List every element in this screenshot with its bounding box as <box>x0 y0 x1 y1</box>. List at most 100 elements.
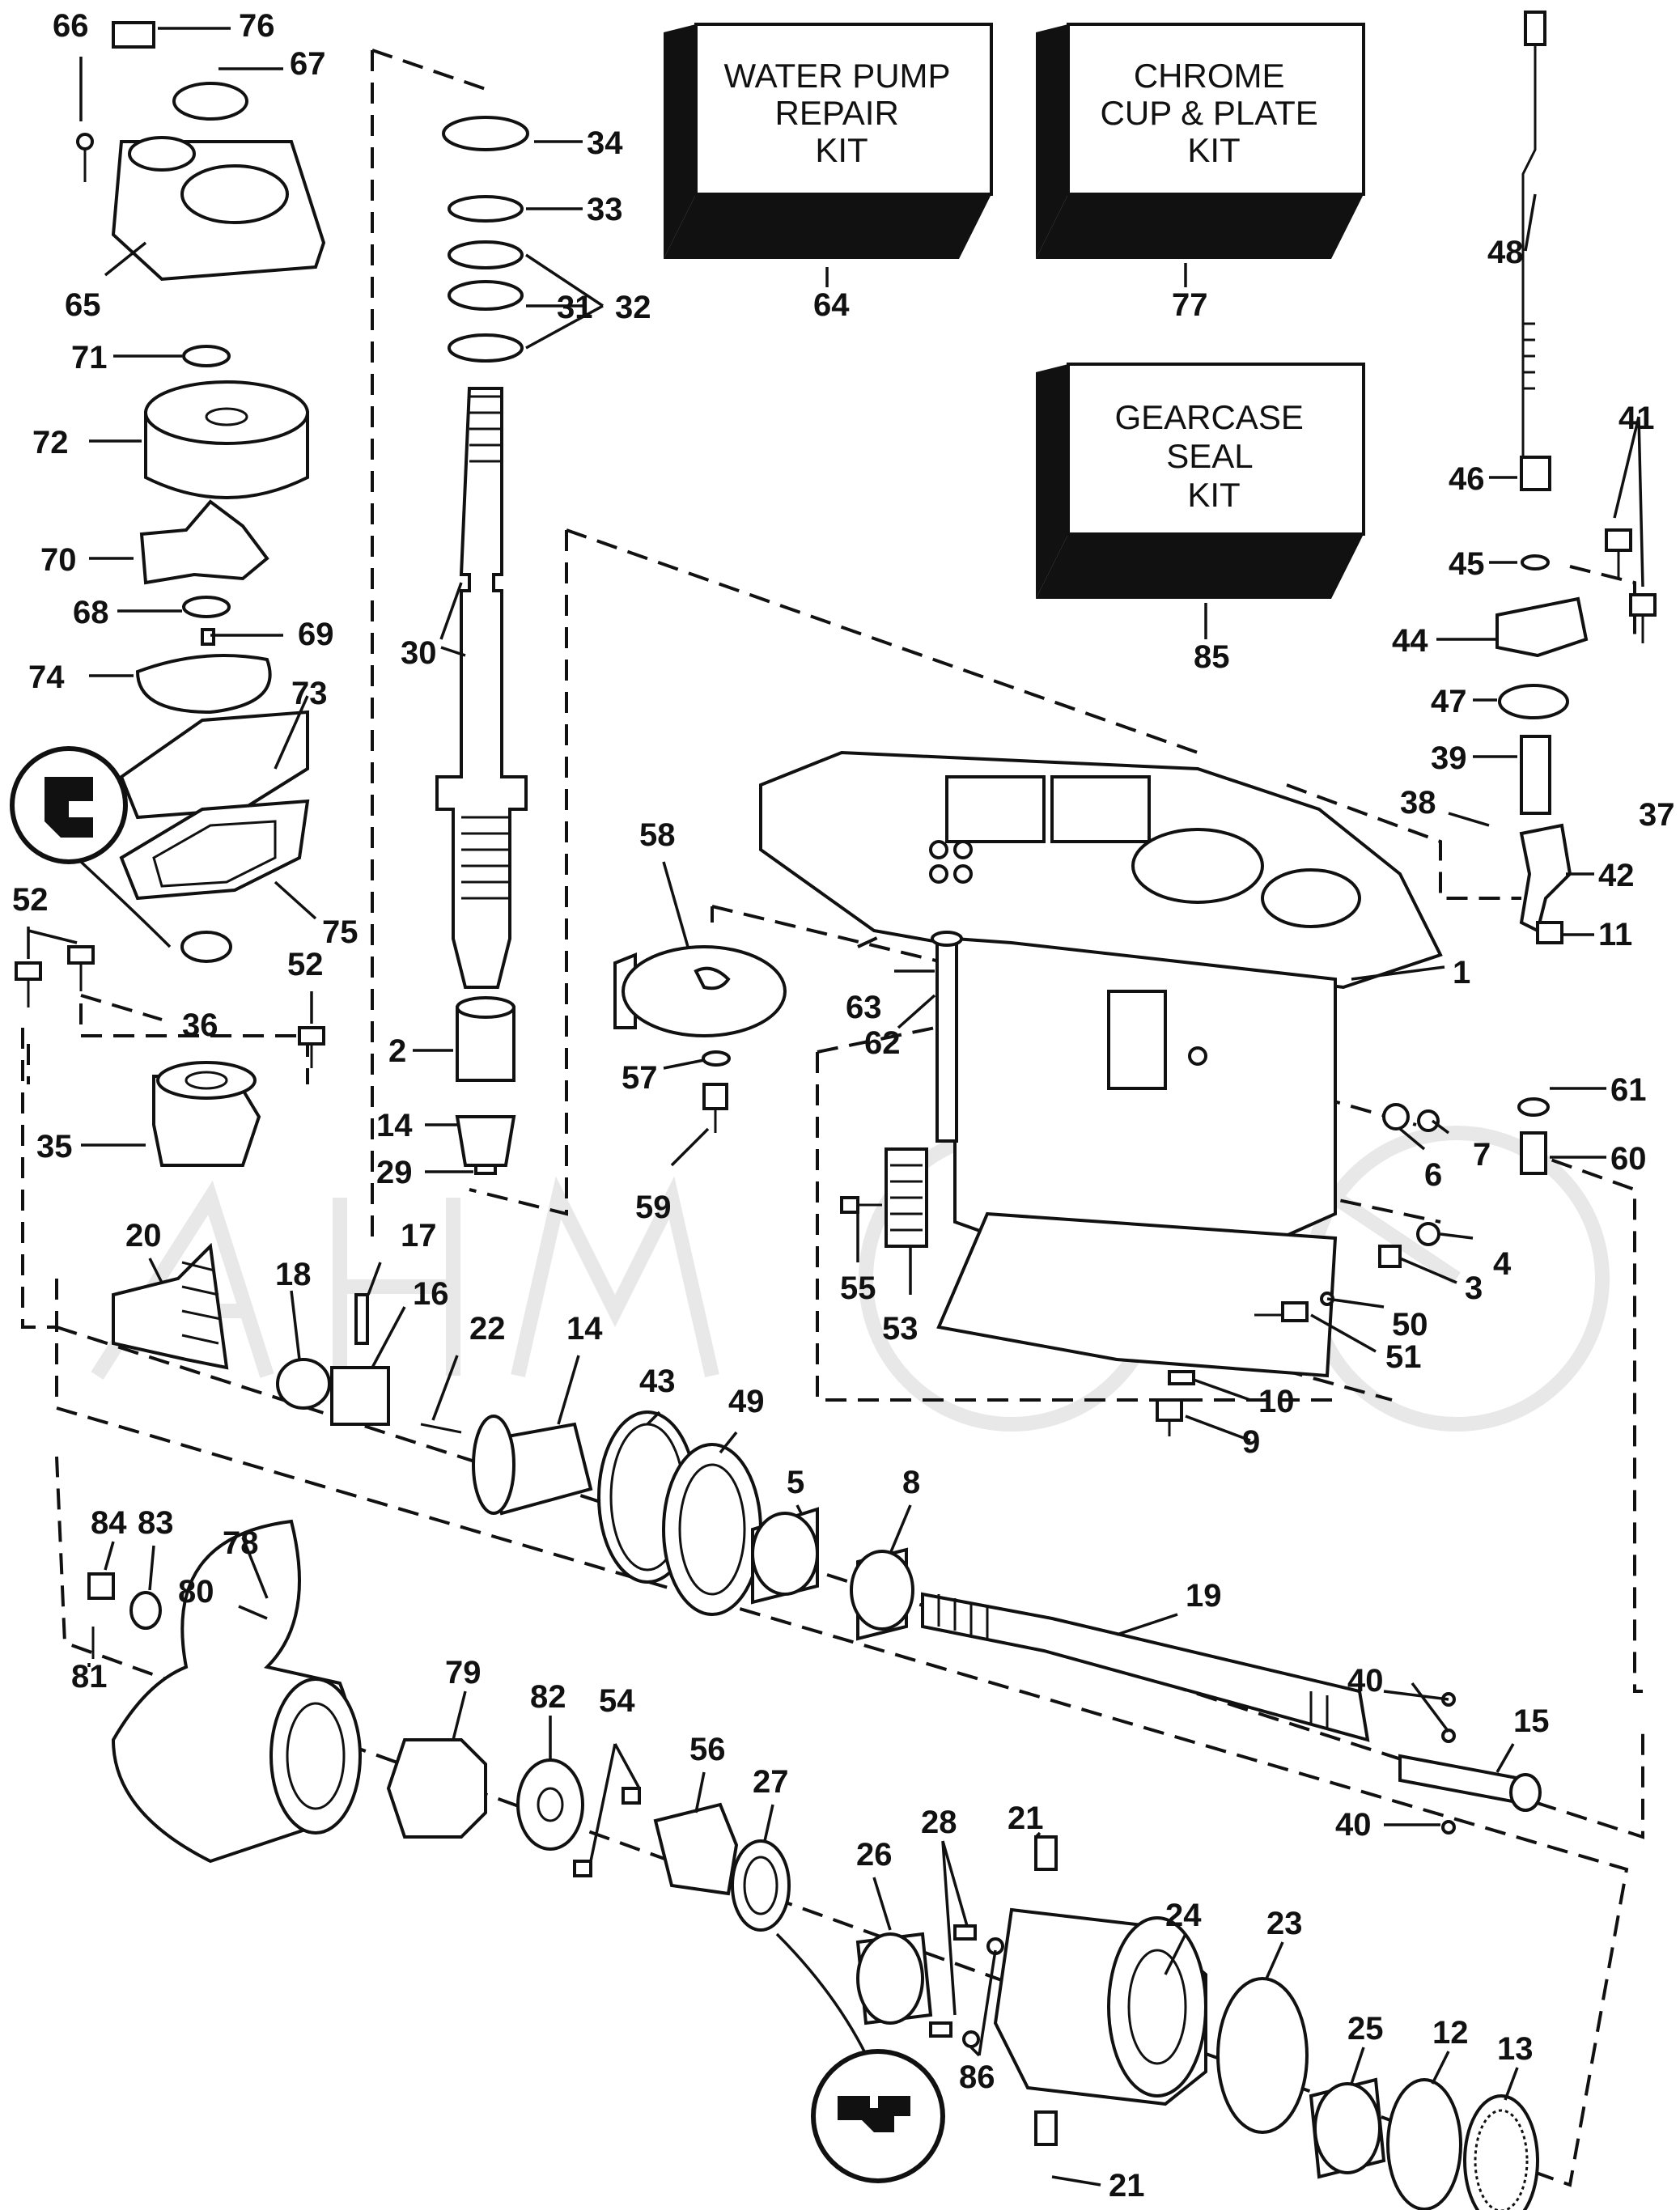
callout-41: 41 <box>1618 401 1655 436</box>
callout-13: 13 <box>1497 2031 1534 2067</box>
propeller-parts <box>87 1519 1539 2210</box>
kit-ref-77: 77 <box>1172 287 1208 323</box>
kit-ref-85: 85 <box>1194 639 1230 675</box>
gearcase-housing <box>759 750 1443 1378</box>
callout-20: 20 <box>125 1218 162 1253</box>
callout-1: 1 <box>1453 955 1470 990</box>
callout-30: 30 <box>401 635 437 671</box>
callout-79: 79 <box>445 1655 482 1690</box>
water-pump-kit-line1: WATER PUMP <box>724 57 950 95</box>
callout-16: 16 <box>413 1276 449 1312</box>
callout-40-upper: 40 <box>1347 1663 1384 1699</box>
callout-4: 4 <box>1493 1246 1512 1282</box>
callout-36: 36 <box>182 1007 218 1043</box>
chrome-cup-kit-line2: CUP & PLATE <box>1101 94 1318 132</box>
callout-8: 8 <box>902 1465 920 1500</box>
callout-23: 23 <box>1266 1906 1303 1941</box>
callout-27: 27 <box>753 1764 789 1800</box>
callout-31: 31 <box>557 290 593 325</box>
water-pump-kit-line2: REPAIR <box>775 94 899 132</box>
callout-39: 39 <box>1431 740 1467 776</box>
callout-3: 3 <box>1465 1270 1483 1306</box>
leader-lines <box>27 27 1644 2187</box>
arm-42 <box>1519 823 1572 933</box>
callout-74: 74 <box>28 660 65 695</box>
callout-38: 38 <box>1400 785 1436 821</box>
callout-22: 22 <box>469 1311 506 1347</box>
chrome-cup-kit-box: CHROME CUP & PLATE KIT <box>1036 23 1365 259</box>
callout-9: 9 <box>1242 1424 1260 1460</box>
callout-46: 46 <box>1449 461 1485 497</box>
svg-text:WATER PUMP REPAIR: WATER PUMP REPAIR KIT <box>724 57 960 169</box>
water-pump-kit-line3: KIT <box>815 131 868 169</box>
driveshaft-parts <box>435 116 529 1175</box>
callout-28: 28 <box>921 1805 957 1840</box>
kit-ref-leaders <box>825 263 1207 639</box>
callout-61: 61 <box>1610 1072 1647 1108</box>
callout-60: 60 <box>1610 1141 1647 1177</box>
callout-76: 76 <box>239 8 275 44</box>
callout-45: 45 <box>1449 546 1485 582</box>
gearcase-seal-kit-line3: KIT <box>1187 476 1240 514</box>
callout-42: 42 <box>1598 858 1635 893</box>
shift-linkage <box>1495 11 1657 944</box>
callout-25: 25 <box>1347 2011 1384 2047</box>
propshaft-19 <box>921 1592 1370 1742</box>
callout-52-left: 52 <box>12 882 49 918</box>
impeller-70 <box>139 499 269 585</box>
gearcase-seal-kit-line2: SEAL <box>1166 437 1252 475</box>
water-pump-parts <box>15 21 326 1167</box>
gasket-75 <box>119 799 310 901</box>
callout-53: 53 <box>882 1311 918 1347</box>
callout-26: 26 <box>856 1837 893 1873</box>
callout-7: 7 <box>1473 1137 1491 1173</box>
callout-54: 54 <box>599 1683 635 1719</box>
water-pump-kit-box: WATER PUMP REPAIR KIT <box>664 23 993 259</box>
callout-86: 86 <box>959 2059 995 2095</box>
forward-gear-20 <box>112 1242 229 1370</box>
callout-81: 81 <box>71 1659 108 1695</box>
callout-19: 19 <box>1186 1578 1222 1614</box>
driveshaft-30 <box>435 387 528 989</box>
callout-82: 82 <box>530 1679 566 1715</box>
callout-69: 69 <box>298 617 334 652</box>
skeg <box>936 1211 1338 1378</box>
callout-11: 11 <box>1598 917 1632 952</box>
callout-47: 47 <box>1431 684 1467 719</box>
callout-40-lower: 40 <box>1335 1807 1372 1843</box>
callout-51: 51 <box>1385 1339 1422 1375</box>
callout-55: 55 <box>840 1270 876 1306</box>
coupler-39 <box>1520 735 1551 815</box>
callout-80: 80 <box>178 1574 214 1610</box>
callout-59: 59 <box>635 1190 672 1225</box>
callout-14-lower: 14 <box>566 1311 603 1347</box>
callout-50: 50 <box>1392 1307 1428 1343</box>
assembly-dashed-lines <box>21 49 1644 2187</box>
plate-73 <box>119 710 309 820</box>
callout-70: 70 <box>40 542 77 578</box>
gearcase-seal-kit-box: GEARCASE SEAL KIT <box>1036 363 1365 599</box>
center-small-parts <box>613 931 1550 1436</box>
callout-67: 67 <box>290 46 326 82</box>
callout-43: 43 <box>639 1364 676 1399</box>
callout-83: 83 <box>138 1505 174 1541</box>
gearcase-seal-kit-line1: GEARCASE <box>1114 398 1303 436</box>
chrome-cup-kit-line1: CHROME <box>1134 57 1285 95</box>
svg-text:GEARCASE SEAL KIT: GEARCASE SEAL KIT <box>1114 398 1313 514</box>
callout-2: 2 <box>388 1033 406 1069</box>
callout-12: 12 <box>1432 2015 1469 2051</box>
callout-58: 58 <box>639 817 676 853</box>
callout-10: 10 <box>1258 1384 1295 1419</box>
callout-34: 34 <box>587 125 623 161</box>
gear-train <box>112 1242 1542 1835</box>
callout-68: 68 <box>73 595 109 630</box>
callout-18: 18 <box>275 1257 312 1292</box>
callout-56: 56 <box>689 1732 726 1767</box>
clutch-16 <box>330 1366 390 1426</box>
callout-57: 57 <box>622 1060 658 1096</box>
callout-37: 37 <box>1639 797 1675 833</box>
carrier-56 <box>653 1802 739 1896</box>
callout-17: 17 <box>401 1218 437 1253</box>
nut-46 <box>1520 456 1551 491</box>
